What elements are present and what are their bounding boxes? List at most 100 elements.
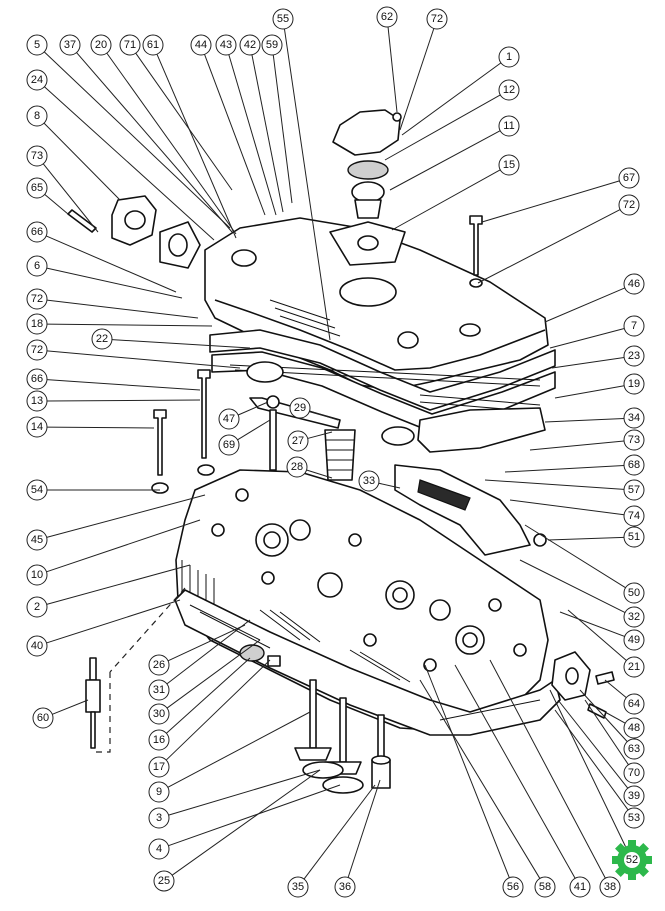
callout-circle (623, 693, 645, 715)
callout-72: 72 (426, 8, 448, 30)
leader-line-56 (424, 664, 510, 878)
callout-label: 72 (431, 13, 443, 25)
leader-line-74 (509, 499, 625, 516)
gear-tooth (628, 840, 636, 848)
callout-label: 37 (64, 39, 76, 51)
callout-label: 57 (628, 484, 640, 496)
callout-55: 55 (272, 8, 294, 30)
leader-line-73 (529, 440, 625, 451)
leader-line-6 (46, 267, 183, 299)
callout-52: 52 (626, 854, 638, 866)
callout-label: 38 (604, 881, 616, 893)
callout-label: 60 (37, 712, 49, 724)
leader-line-42 (251, 54, 284, 213)
leader-line-66 (46, 379, 201, 391)
glow-plug (85, 657, 101, 749)
callout-11: 11 (498, 115, 520, 137)
leader-line-53 (554, 709, 629, 811)
callout-33: 33 (358, 470, 380, 492)
callout-label: 72 (31, 293, 43, 305)
callout-circle (26, 313, 48, 335)
callout-circle (498, 115, 520, 137)
callout-59: 59 (261, 34, 283, 56)
callout-35: 35 (287, 876, 309, 898)
callout-label: 61 (147, 39, 159, 51)
callout-23: 23 (623, 345, 645, 367)
callout-72: 72 (26, 339, 48, 361)
callout-circle (26, 564, 48, 586)
callout-label: 69 (223, 439, 235, 451)
callout-64: 64 (623, 693, 645, 715)
callout-29: 29 (289, 397, 311, 419)
callout-58: 58 (534, 876, 556, 898)
callout-circle (623, 738, 645, 760)
callout-label: 21 (628, 661, 640, 673)
callout-circle (376, 6, 398, 28)
callout-57: 57 (623, 479, 645, 501)
callout-label: 58 (539, 881, 551, 893)
leader-line-72 (399, 28, 435, 131)
callout-circle (215, 34, 237, 56)
callout-circle (623, 606, 645, 628)
leader-line-14 (46, 426, 155, 429)
callout-51: 51 (623, 526, 645, 548)
callout-label: 55 (277, 13, 289, 25)
callout-56: 56 (502, 876, 524, 898)
leader-line-72 (477, 209, 621, 284)
leader-line-29 (309, 410, 339, 421)
callout-label: 66 (31, 226, 43, 238)
callout-70: 70 (623, 762, 645, 784)
callout-circle (623, 505, 645, 527)
callout-label: 50 (628, 587, 640, 599)
callout-circle (26, 390, 48, 412)
callout-label: 11 (503, 120, 514, 132)
cover-gaskets (209, 329, 556, 453)
callout-circle (26, 416, 48, 438)
callout-34: 34 (623, 407, 645, 429)
callout-22: 22 (91, 328, 113, 350)
leader-line-45 (46, 494, 206, 538)
leader-line-47 (237, 401, 269, 416)
leader-line-9 (167, 711, 311, 788)
callout-label: 14 (31, 421, 43, 433)
callout-circle (623, 273, 645, 295)
callout-68: 68 (623, 454, 645, 476)
leader-line-46 (544, 287, 625, 323)
leader-line-23 (551, 356, 625, 369)
thermostat-housing (329, 109, 406, 266)
callout-label: 54 (31, 484, 43, 496)
callout-67: 67 (618, 167, 640, 189)
callout-circle (426, 8, 448, 30)
small-plug (267, 655, 281, 667)
callout-label: 8 (34, 110, 40, 122)
leader-line-49 (559, 611, 625, 637)
leader-line-68 (504, 465, 625, 473)
leader-line-70 (584, 699, 629, 765)
callout-40: 40 (26, 635, 48, 657)
callout-circle (26, 177, 48, 199)
callout-label: 42 (244, 39, 256, 51)
callout-19: 19 (623, 373, 645, 395)
leader-line-59 (272, 54, 293, 204)
callout-label: 7 (631, 320, 637, 332)
callout-43: 43 (215, 34, 237, 56)
callout-13: 13 (26, 390, 48, 412)
callout-18: 18 (26, 313, 48, 335)
callout-circle (623, 429, 645, 451)
callout-53: 53 (623, 807, 645, 829)
callout-label: 52 (626, 854, 638, 866)
callout-17: 17 (148, 756, 170, 778)
callout-circle (289, 397, 311, 419)
callout-circle (239, 34, 261, 56)
callout-label: 22 (96, 333, 108, 345)
callout-circle (148, 807, 170, 829)
callout-label: 70 (628, 767, 640, 779)
valves (294, 679, 391, 794)
callout-label: 15 (503, 159, 515, 171)
callout-label: 73 (31, 150, 43, 162)
callout-label: 28 (291, 461, 303, 473)
callout-32: 32 (623, 606, 645, 628)
callout-label: 17 (153, 761, 165, 773)
callout-circle (569, 876, 591, 898)
